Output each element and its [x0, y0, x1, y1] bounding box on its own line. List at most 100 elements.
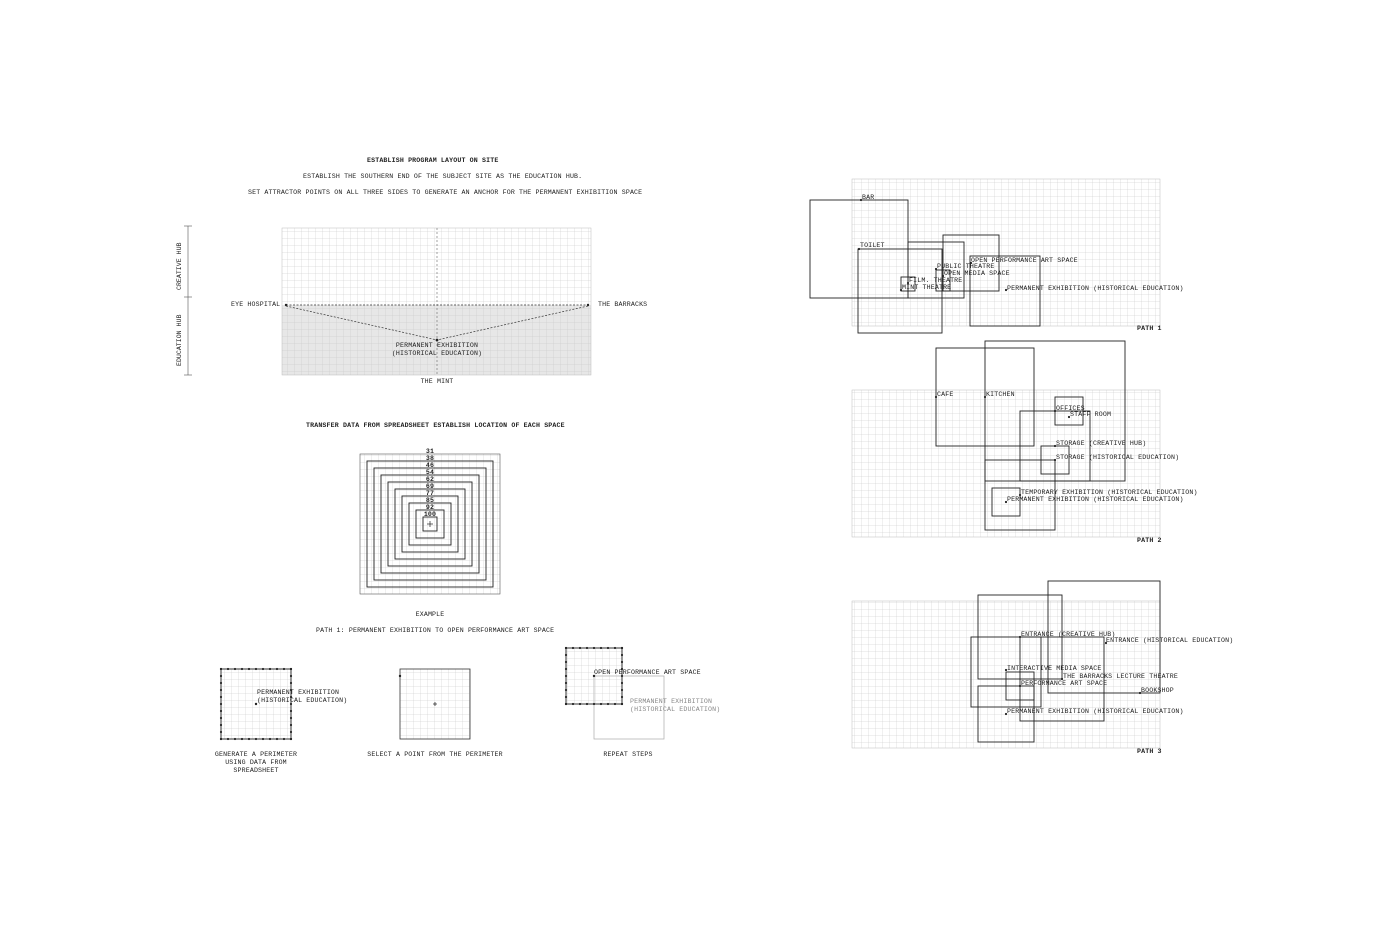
- perimeter-dot: [564, 695, 568, 699]
- perimeter-dot: [275, 737, 279, 741]
- perimeter-dot: [592, 702, 596, 706]
- ring-number: 100: [423, 511, 437, 518]
- ring-number: 38: [425, 455, 435, 462]
- ring-number: 85: [425, 497, 435, 504]
- concentric-squares: [359, 453, 501, 595]
- perimeter-dot: [219, 695, 223, 699]
- perimeter-dot: [254, 737, 258, 741]
- example-label: EXAMPLE: [415, 611, 445, 618]
- step1-space-label: PERMANENT EXHIBITION: [257, 689, 340, 696]
- label-mint-theatre: MINT THEATRE: [902, 284, 952, 291]
- label-permanent-exhibition: PERMANENT EXHIBITION (HISTORICAL EDUCATI…: [1007, 285, 1184, 292]
- anchor-label-1: PERMANENT EXHIBITION: [395, 342, 479, 349]
- perimeter-dot: [592, 646, 596, 650]
- perimeter-dot: [219, 674, 223, 678]
- label-temporary-exhibition: TEMPORARY EXHIBITION (HISTORICAL EDUCATI…: [1021, 489, 1198, 496]
- perimeter-dot: [268, 737, 272, 741]
- education-hub-label: EDUCATION HUB: [176, 314, 183, 366]
- barracks-label: THE BARRACKS: [598, 301, 648, 308]
- perimeter-dot: [564, 653, 568, 657]
- path3-diagram: [851, 580, 1161, 749]
- perimeter-dot: [289, 695, 293, 699]
- intro-line-2: SET ATTRACTOR POINTS ON ALL THREE SIDES …: [248, 189, 643, 196]
- step1-caption: SPREADSHEET: [233, 767, 279, 774]
- perimeter-dot: [613, 646, 617, 650]
- label-entrance-historical: ENTRANCE (HISTORICAL EDUCATION): [1106, 637, 1234, 644]
- path3-title: PATH 3: [1137, 748, 1162, 755]
- eye-hospital-label: EYE HOSPITAL: [231, 301, 281, 308]
- perimeter-dot: [289, 709, 293, 713]
- ring-number: 77: [425, 490, 435, 497]
- perimeter-dot: [606, 702, 610, 706]
- step1-space-label-2: (HISTORICAL EDUCATION): [257, 697, 348, 704]
- label-bookshop: BOOKSHOP: [1141, 687, 1174, 694]
- intro-line-1: ESTABLISH THE SOUTHERN END OF THE SUBJEC…: [303, 173, 583, 180]
- perimeter-dot: [261, 737, 265, 741]
- anchor-label-2: (HISTORICAL EDUCATION): [391, 350, 483, 357]
- perimeter-dot: [226, 737, 230, 741]
- path1-title: PATH 1: [1137, 325, 1162, 332]
- perimeter-dot: [289, 723, 293, 727]
- perimeter-dot: [226, 667, 230, 671]
- ring-number: 92: [425, 504, 435, 511]
- ring-number: 31: [425, 448, 435, 455]
- step3-space-label: OPEN PERFORMANCE ART SPACE: [594, 669, 701, 676]
- perimeter-dot: [289, 702, 293, 706]
- perimeter-dot: [233, 667, 237, 671]
- perimeter-dot: [585, 702, 589, 706]
- perimeter-dot: [282, 737, 286, 741]
- perimeter-dot: [564, 688, 568, 692]
- perimeter-dot: [219, 723, 223, 727]
- perimeter-dot: [564, 702, 568, 706]
- step3-ghost-label: PERMANENT EXHIBITION: [630, 698, 713, 705]
- label-permanent-exhibition: PERMANENT EXHIBITION (HISTORICAL EDUCATI…: [1007, 496, 1184, 503]
- site-grid: [184, 225, 592, 376]
- ring-number: 69: [425, 483, 435, 490]
- perimeter-dot: [289, 730, 293, 734]
- ring-number: 54: [425, 469, 435, 476]
- perimeter-dot: [571, 702, 575, 706]
- label-lecture-theatre: THE BARRACKS LECTURE THEATRE: [1063, 673, 1178, 680]
- label-open-performance: OPEN PERFORMANCE ART SPACE: [971, 257, 1078, 264]
- label-cafe: CAFE: [937, 391, 954, 398]
- ring-number: 46: [425, 462, 435, 469]
- perimeter-dot: [564, 646, 568, 650]
- path1-diagram: [809, 178, 1161, 334]
- perimeter-dot: [613, 702, 617, 706]
- perimeter-dot: [564, 667, 568, 671]
- perimeter-dot: [240, 667, 244, 671]
- perimeter-dot: [620, 653, 624, 657]
- label-public-theatre: PUBLIC THEATRE: [937, 263, 995, 270]
- perimeter-dot: [620, 646, 624, 650]
- perimeter-dot: [564, 660, 568, 664]
- label-entrance-creative: ENTRANCE (CREATIVE HUB): [1021, 631, 1116, 638]
- step1-caption: USING DATA FROM: [225, 759, 287, 766]
- perimeter-dot: [219, 667, 223, 671]
- perimeter-dot: [240, 737, 244, 741]
- label-interactive-media: INTERACTIVE MEDIA SPACE: [1007, 665, 1102, 672]
- ring-number: 62: [425, 476, 435, 483]
- perimeter-dot: [275, 667, 279, 671]
- label-storage-historical: STORAGE (HISTORICAL EDUCATION): [1056, 454, 1180, 461]
- perimeter-dot: [564, 681, 568, 685]
- step3-caption: REPEAT STEPS: [603, 751, 653, 758]
- perimeter-dot: [289, 737, 293, 741]
- perimeter-dot: [247, 737, 251, 741]
- perimeter-dot: [599, 646, 603, 650]
- perimeter-dot: [219, 730, 223, 734]
- perimeter-dot: [254, 667, 258, 671]
- perimeter-dot: [585, 646, 589, 650]
- label-toilet: TOILET: [860, 242, 885, 249]
- label-offices: OFFICES: [1056, 405, 1085, 412]
- perimeter-dot: [620, 660, 624, 664]
- perimeter-dot: [282, 667, 286, 671]
- label-storage-creative: STORAGE (CREATIVE HUB): [1056, 440, 1147, 447]
- perimeter-dot: [219, 737, 223, 741]
- perimeter-dot: [289, 674, 293, 678]
- perimeter-dot: [268, 667, 272, 671]
- step-diagrams: [219, 646, 665, 741]
- perimeter-dot: [289, 716, 293, 720]
- perimeter-dot: [289, 681, 293, 685]
- perimeter-dot: [564, 674, 568, 678]
